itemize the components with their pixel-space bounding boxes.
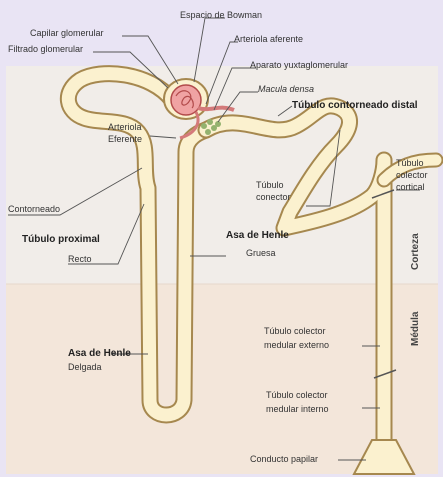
label-arteriola-eferente-2: Eferente bbox=[108, 134, 142, 144]
label-tubulo-contorneado-distal: Túbulo contorneado distal bbox=[292, 100, 418, 111]
label-colector-cortical-3: cortical bbox=[396, 182, 425, 192]
label-capilar-glomerular: Capilar glomerular bbox=[30, 28, 104, 38]
label-colector-medular-interno-2: medular interno bbox=[266, 404, 329, 414]
label-tubulo-conector-2: conector bbox=[256, 192, 291, 202]
label-colector-cortical-1: Túbulo bbox=[396, 158, 424, 168]
label-asa-henle-gruesa-2: Gruesa bbox=[246, 248, 276, 258]
label-aparato-yuxtaglomerular: Aparato yuxtaglomerular bbox=[250, 60, 348, 70]
label-asa-henle-delgada-1: Asa de Henle bbox=[68, 348, 131, 359]
label-arteriola-eferente-1: Arteriola bbox=[108, 122, 142, 132]
label-colector-medular-externo-2: medular externo bbox=[264, 340, 329, 350]
label-corteza: Corteza bbox=[410, 233, 421, 270]
label-colector-medular-interno-1: Túbulo colector bbox=[266, 390, 328, 400]
label-tubulo-conector-1: Túbulo bbox=[256, 180, 284, 190]
label-arteriola-aferente: Arteriola aferente bbox=[234, 34, 303, 44]
label-filtrado-glomerular: Filtrado glomerular bbox=[8, 44, 83, 54]
label-colector-medular-externo-1: Túbulo colector bbox=[264, 326, 326, 336]
label-recto: Recto bbox=[68, 254, 92, 264]
label-asa-henle-delgada-2: Delgada bbox=[68, 362, 102, 372]
label-colector-cortical-2: colector bbox=[396, 170, 428, 180]
label-espacio-bowman: Espacio de Bowman bbox=[180, 10, 262, 20]
label-medula: Médula bbox=[410, 311, 421, 346]
label-conducto-papilar: Conducto papilar bbox=[250, 454, 318, 464]
label-contorneado: Contorneado bbox=[8, 204, 60, 214]
label-macula-densa: Macula densa bbox=[258, 84, 314, 94]
label-tubulo-proximal: Túbulo proximal bbox=[22, 234, 100, 245]
glomerulus bbox=[171, 85, 201, 115]
label-asa-henle-gruesa-1: Asa de Henle bbox=[226, 230, 289, 241]
